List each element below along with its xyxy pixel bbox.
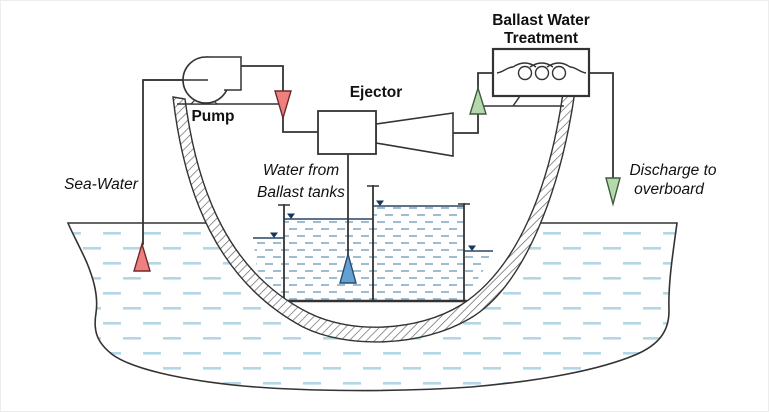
treatment-support: [512, 95, 521, 107]
sea-water-label: Sea-Water: [64, 176, 139, 193]
treatment-label-line2: Treatment: [504, 30, 578, 47]
ejector-label: Ejector: [350, 84, 403, 101]
pump-discharge-arrow-icon: [274, 90, 292, 121]
port-side-ballast-water: [253, 232, 284, 301]
overboard-discharge-pipe: [588, 72, 614, 179]
water-level-marker: [376, 200, 384, 206]
discharge-label-line2: overboard: [634, 181, 705, 198]
ballast-suction-arrow-icon: [339, 251, 357, 284]
starboard-side-ballast-water: [464, 245, 493, 299]
ejector-body: [317, 110, 377, 155]
tank-structure: [278, 185, 470, 303]
coil-icon: [496, 62, 587, 81]
treatment-label-line1: Ballast Water: [492, 12, 590, 29]
ejector-icon: [317, 110, 454, 157]
starboard-wedge-fill: [464, 251, 493, 299]
pump-volute-fill: [206, 57, 241, 90]
discharge-label-line1: Discharge to: [629, 162, 716, 179]
pump-icon: [143, 56, 283, 105]
water-level-marker: [287, 213, 295, 219]
ballast-tank-right: [373, 200, 464, 301]
treatment-body: [491, 47, 591, 98]
port-wedge-fill: [253, 238, 284, 301]
treatment-unit-icon: [478, 47, 591, 107]
treated-water-arrow-icon: [469, 85, 487, 115]
ballast-water-label-line1: Water from: [263, 162, 339, 179]
left-tank-water: [284, 219, 373, 301]
water-level-marker: [270, 232, 278, 238]
ballast-water-label-line2: Ballast tanks: [257, 184, 345, 201]
right-tank-water: [373, 206, 464, 301]
pump-volute: [206, 56, 242, 91]
pump-label: Pump: [191, 108, 234, 125]
ballast-tank-left: [284, 213, 373, 301]
sea-suction-arrow-icon: [133, 241, 151, 272]
overboard-arrow-icon: [605, 177, 621, 207]
water-level-marker: [468, 245, 476, 251]
